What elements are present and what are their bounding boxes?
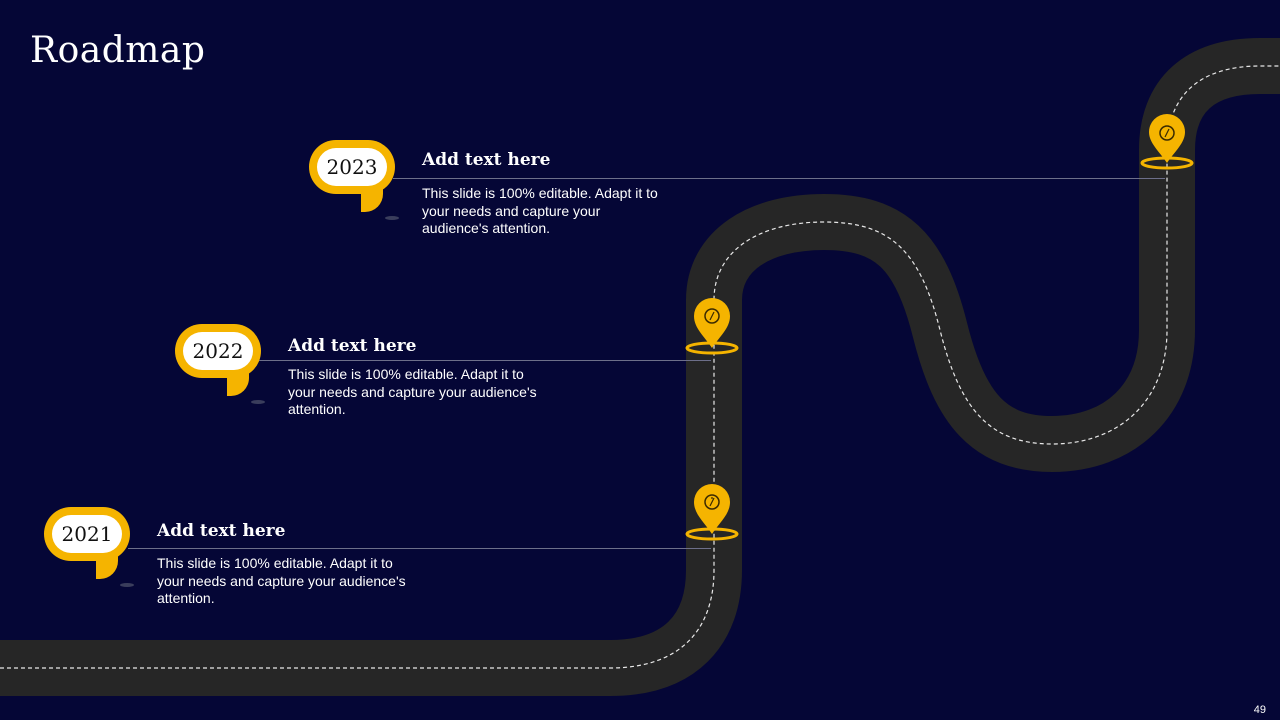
location-pin-icon xyxy=(1140,114,1194,170)
compass-icon xyxy=(1159,125,1175,141)
connector-line xyxy=(393,178,1165,179)
connector-line xyxy=(128,548,711,549)
year-bubble: 2023 xyxy=(309,140,399,220)
year-label: 2022 xyxy=(183,332,253,370)
connector-line xyxy=(259,360,711,361)
road-center-line xyxy=(0,65,1280,669)
slide-title: Roadmap xyxy=(30,30,206,71)
milestone-description: This slide is 100% editable. Adapt it to… xyxy=(157,555,406,606)
milestone-heading: Add text here xyxy=(288,336,417,356)
location-pin-icon xyxy=(685,484,739,541)
compass-icon xyxy=(704,494,720,510)
year-label: 2023 xyxy=(317,148,387,186)
year-bubble: 2022 xyxy=(175,324,265,404)
milestone-heading: Add text here xyxy=(157,521,286,541)
milestone-heading: Add text here xyxy=(422,150,551,170)
compass-icon xyxy=(704,308,720,324)
year-bubble: 2021 xyxy=(44,507,134,587)
milestone-description: This slide is 100% editable. Adapt it to… xyxy=(422,185,658,236)
location-pin-icon xyxy=(685,298,739,355)
milestone-description: This slide is 100% editable. Adapt it to… xyxy=(288,366,537,417)
page-number: 49 xyxy=(1253,704,1266,716)
year-label: 2021 xyxy=(52,515,122,553)
